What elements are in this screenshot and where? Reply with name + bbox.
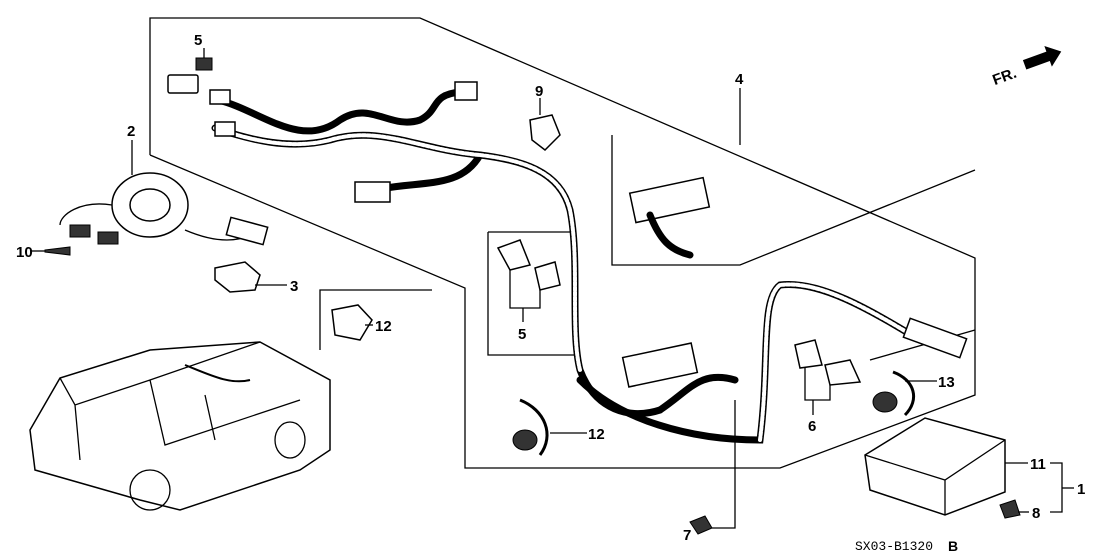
part-11-clip (331, 304, 373, 341)
callout-12-left: 12 (588, 426, 605, 443)
callout-5-left: 5 (518, 326, 526, 343)
connector (214, 121, 236, 137)
diagram-code-suffix: B (948, 538, 958, 554)
part-10-clip (195, 57, 213, 71)
part-8-bolt (999, 499, 1021, 519)
callout-5-right: 6 (808, 418, 816, 435)
connector-unit (621, 342, 699, 388)
leader-lines (30, 48, 1074, 529)
callout-10: 5 (194, 32, 202, 49)
unit-group-outline (611, 135, 976, 266)
part-2-cable-reel (59, 172, 269, 246)
callout-11: 12 (375, 318, 392, 335)
front-direction-indicator: FR. (990, 45, 1062, 89)
part-12-grommet-left (512, 398, 549, 456)
callout-6: 10 (16, 244, 33, 261)
part-13-srs-unit (864, 417, 1006, 516)
part-7-bolt (689, 515, 713, 535)
connector (167, 74, 199, 94)
callout-13: 11 (1030, 456, 1046, 473)
part-3-bracket (214, 261, 261, 293)
front-arrow-icon (1022, 45, 1062, 70)
part-5-clip-right (794, 339, 862, 386)
part-12-grommet-right (872, 370, 915, 417)
clip-11-group-outline (319, 289, 432, 350)
part-5-clip-left (496, 239, 561, 291)
front-direction-label: FR. (990, 65, 1019, 89)
connector (209, 89, 231, 105)
callout-3: 3 (290, 278, 298, 295)
callout-1: 1 (1077, 481, 1085, 498)
callout-8: 8 (1032, 505, 1040, 522)
callout-7: 7 (683, 527, 691, 544)
part-6-screw (44, 246, 71, 256)
diagram-code: SX03-B1320 (855, 539, 933, 554)
callout-2: 2 (127, 123, 135, 140)
connector (454, 81, 478, 101)
callout-12-right: 13 (938, 374, 955, 391)
harness-group-outline (149, 17, 976, 469)
callout-4: 4 (735, 71, 744, 88)
connector (902, 317, 968, 359)
vehicle-location-view (29, 341, 331, 511)
main-wire-harness (211, 88, 924, 444)
connector (354, 181, 391, 203)
connector-unit (628, 176, 711, 224)
callout-9: 9 (535, 83, 543, 100)
part-9-bracket (529, 114, 561, 151)
